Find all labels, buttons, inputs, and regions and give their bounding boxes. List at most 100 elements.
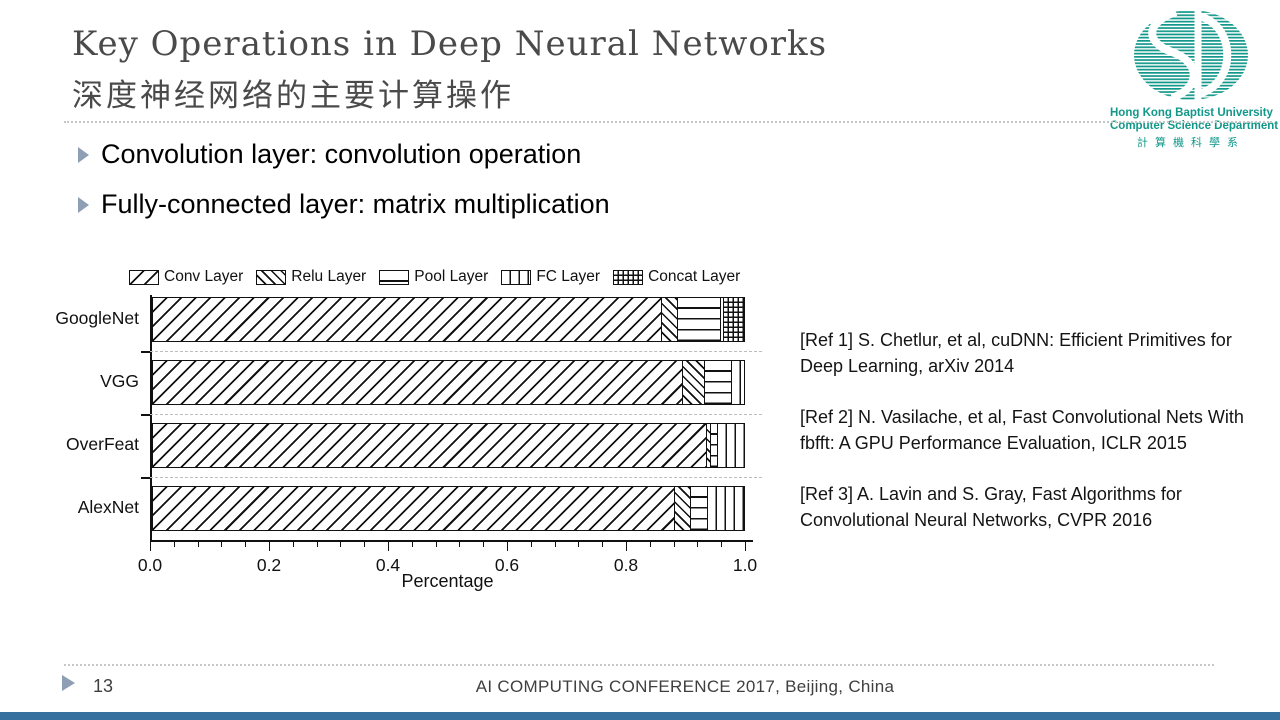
y-axis-category-label: AlexNet: [77, 497, 139, 517]
stacked-bar-vgg: [152, 360, 745, 405]
footer-separator: [64, 664, 1214, 666]
x-axis-minor-tick: [435, 542, 437, 547]
x-axis-tick-label: 0.6: [494, 555, 520, 575]
legend-item: Conv Layer: [129, 268, 243, 286]
x-axis-minor-tick: [340, 542, 342, 547]
bar-segment: [681, 361, 704, 404]
bar-segment: [707, 487, 744, 530]
x-axis-minor-tick: [245, 542, 247, 547]
diagonal-forward-hatch-swatch: [129, 269, 159, 285]
csd-logo-mark-icon: [1134, 8, 1248, 102]
page-title: Key Operations in Deep Neural Networks: [72, 24, 828, 64]
legend-label: Relu Layer: [291, 268, 367, 285]
x-axis-major-tick: [626, 542, 627, 551]
x-axis-tick-label: 0.0: [137, 555, 163, 575]
bar-segment: [153, 298, 662, 341]
x-axis-major-tick: [388, 542, 389, 551]
chart-plot-area: [150, 295, 745, 540]
stacked-bar-alexnet: [152, 486, 745, 531]
bar-segment: [689, 487, 708, 530]
page-number: 13: [93, 676, 114, 696]
grid-crosshatch-swatch: [613, 269, 644, 285]
bullet-triangle-icon: [78, 146, 89, 163]
logo-department-chinese: 計算機科學系: [1137, 137, 1245, 149]
x-axis-tick-label: 0.2: [256, 555, 282, 575]
x-axis-minor-tick: [483, 542, 485, 547]
stacked-bar-googlenet: [152, 297, 745, 342]
y-axis-tick: [141, 414, 150, 416]
bullet-item-convolution: Convolution layer: convolution operation: [78, 139, 581, 170]
bullet-triangle-icon: [78, 196, 89, 213]
footer-triangle-icon: [62, 675, 75, 691]
x-axis-minor-tick: [173, 542, 175, 547]
title-separator: [64, 121, 1272, 123]
x-axis-tick-label: 0.4: [375, 555, 401, 575]
y-axis-tick: [141, 477, 150, 479]
dashed-gridline: [150, 414, 762, 415]
bar-segment: [661, 298, 678, 341]
hkbu-csd-logo: Hong Kong Baptist University Computer Sc…: [1110, 8, 1279, 150]
x-axis-tick-label: 1.0: [732, 555, 758, 575]
x-axis-minor-tick: [197, 542, 199, 547]
bar-segment: [677, 298, 720, 341]
y-axis-category-label: VGG: [100, 371, 139, 391]
bar-segment: [719, 298, 724, 341]
bar-segment: [153, 487, 675, 530]
logo-department-name: Computer Science Department: [1110, 120, 1279, 132]
x-axis-tick-label: 0.8: [613, 555, 639, 575]
dashed-gridline: [150, 351, 762, 352]
legend-label: Pool Layer: [414, 268, 489, 285]
vertical-lines-swatch: [501, 269, 532, 285]
x-axis-minor-tick: [602, 542, 604, 547]
bar-segment: [717, 424, 744, 467]
reference-2: [Ref 2] N. Vasilache, et al, Fast Convol…: [800, 407, 1244, 453]
bullet-text: Fully-connected layer: matrix multiplica…: [101, 189, 610, 219]
footer-conference-text: AI COMPUTING CONFERENCE 2017, Beijing, C…: [475, 677, 895, 696]
y-axis-category-label: GoogleNet: [55, 308, 139, 328]
dashed-gridline: [150, 477, 762, 478]
reference-1: [Ref 1] S. Chetlur, et al, cuDNN: Effici…: [800, 330, 1232, 376]
bar-segment: [705, 424, 711, 467]
x-axis-major-tick: [269, 542, 270, 551]
legend-label: Concat Layer: [648, 268, 741, 285]
bar-segment: [153, 361, 682, 404]
bullet-item-fully-connected: Fully-connected layer: matrix multiplica…: [78, 189, 610, 220]
x-axis-major-tick: [150, 542, 151, 551]
bar-segment: [723, 298, 744, 341]
x-axis-minor-tick: [459, 542, 461, 547]
bar-segment: [153, 424, 706, 467]
x-axis-minor-tick: [673, 542, 675, 547]
legend-label: Conv Layer: [164, 268, 244, 285]
logo-university-name: Hong Kong Baptist University: [1110, 107, 1273, 119]
x-axis-minor-tick: [649, 542, 651, 547]
bottom-accent-bar: [0, 712, 1280, 720]
horizontal-lines-swatch: [379, 269, 410, 285]
bullet-text: Convolution layer: convolution operation: [101, 139, 582, 169]
x-axis-minor-tick: [530, 542, 532, 547]
x-axis-minor-tick: [554, 542, 556, 547]
x-axis-minor-tick: [721, 542, 723, 547]
x-axis-minor-tick: [697, 542, 699, 547]
legend-item: Relu Layer: [256, 268, 366, 286]
stacked-bar-overfeat: [152, 423, 745, 468]
bar-segment: [730, 361, 744, 404]
chart-x-axis: 0.0 0.2 0.4 0.6 0.8 1.0: [138, 540, 757, 575]
bar-segment: [703, 361, 731, 404]
x-axis-major-tick: [507, 542, 508, 551]
legend-item: Pool Layer: [379, 268, 488, 286]
y-axis-category-label: OverFeat: [66, 434, 139, 454]
x-axis-minor-tick: [578, 542, 580, 547]
x-axis-minor-tick: [411, 542, 413, 547]
x-axis-title: Percentage: [401, 571, 494, 591]
x-axis-minor-tick: [316, 542, 318, 547]
references-panel: [Ref 1] S. Chetlur, et al, cuDNN: Effici…: [800, 328, 1278, 559]
x-axis-minor-tick: [292, 542, 294, 547]
bar-segment: [674, 487, 690, 530]
x-axis-major-tick: [745, 542, 746, 551]
x-axis-minor-tick: [221, 542, 223, 547]
diagonal-back-hatch-swatch: [256, 269, 287, 285]
bar-segment: [710, 424, 718, 467]
legend-item: Concat Layer: [613, 268, 740, 286]
